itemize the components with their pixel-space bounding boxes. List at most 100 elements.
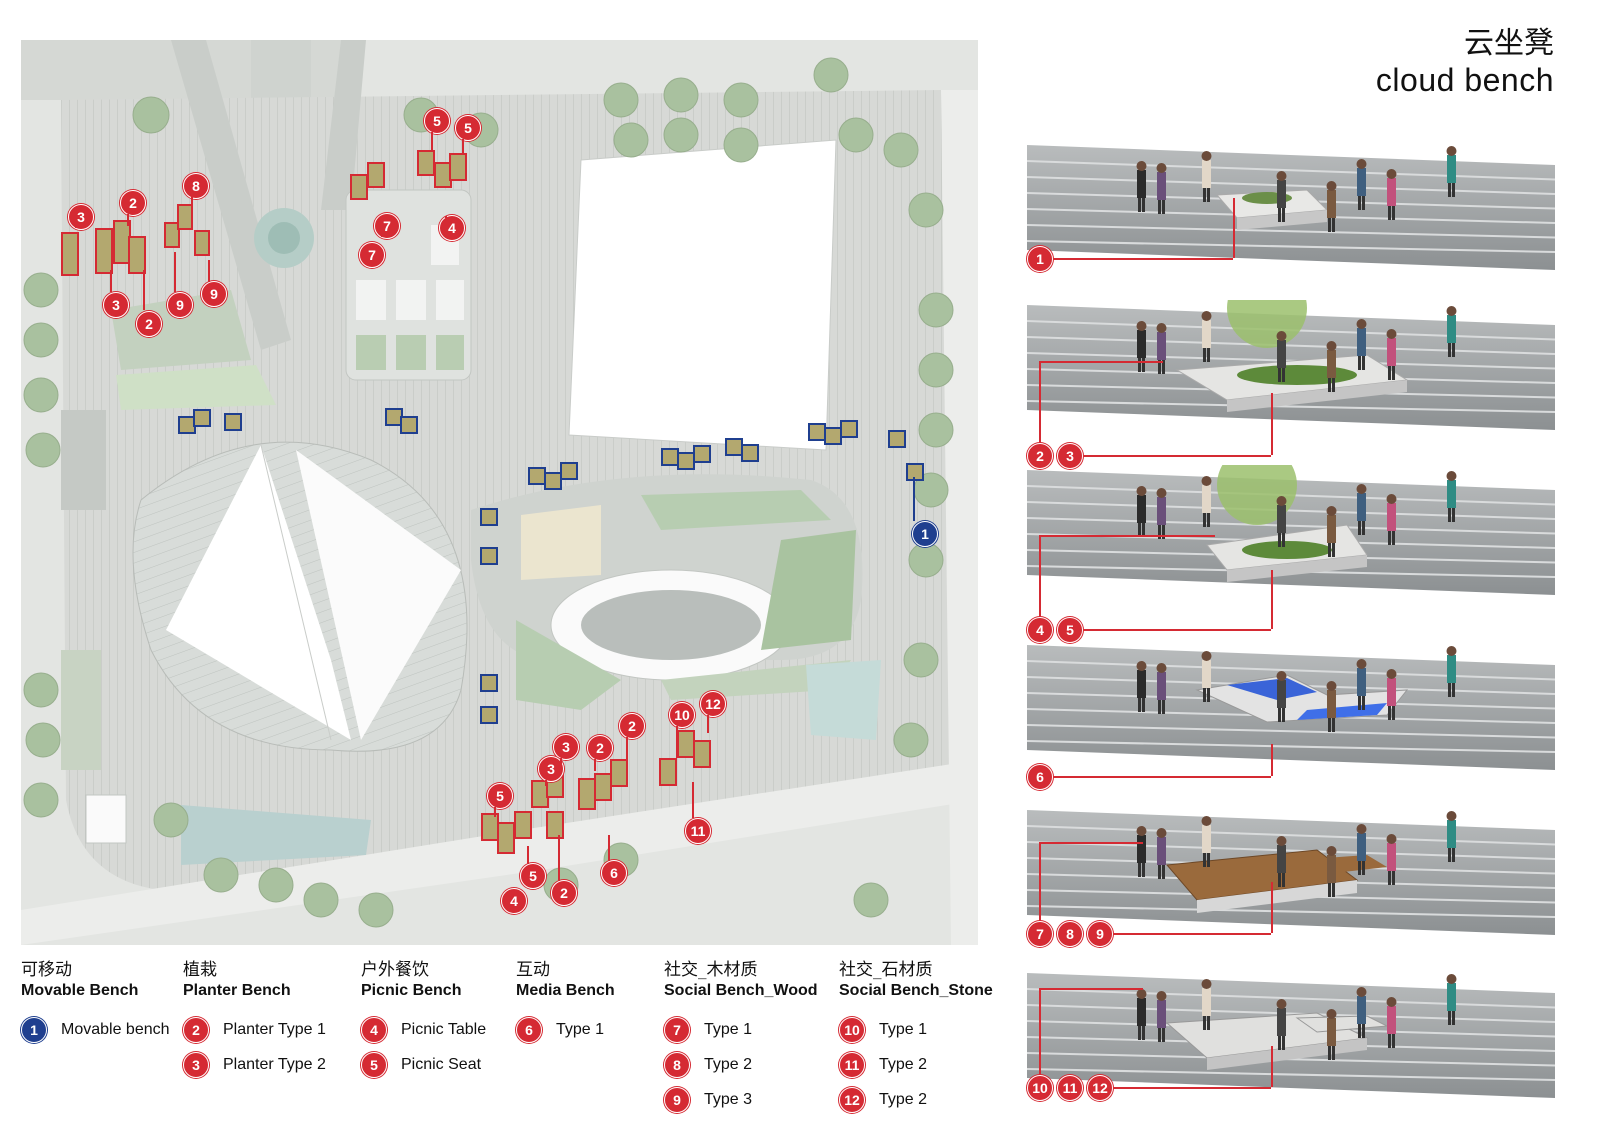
leader-line [174,252,176,292]
leader-line [191,197,193,207]
legend-number-badge: 3 [183,1051,209,1078]
vignette-leader-line [1271,882,1273,933]
legend-number-badge: 7 [664,1016,690,1043]
plan-number-badge: 3 [553,734,579,760]
leader-line [75,224,77,228]
legend-group-en-label: Movable Bench [21,982,139,999]
fixed-bench-rect [164,222,180,248]
plan-number-badge: 11 [685,818,711,844]
fixed-bench-rect [610,759,628,787]
plan-number-badge: 2 [551,880,577,906]
vignette-leader-line [1039,842,1041,921]
plan-number-badge: 2 [136,311,162,337]
plan-number-badge: 5 [455,115,481,141]
plan-number-badge: 6 [601,860,627,886]
plan-number-badge: 3 [103,292,129,318]
vignette-illustration [1026,145,1556,270]
movable-bench-square [741,444,759,462]
fixed-bench-rect [95,228,113,274]
legend-number-badge: 1 [21,1016,47,1043]
vignette-leader-line [1039,988,1041,1075]
leader-line [445,216,447,218]
legend-item-label: Type 2 [704,1055,753,1073]
fixed-bench-rect [350,174,368,200]
movable-bench-square [560,462,578,480]
movable-bench-square [400,416,418,434]
fixed-bench-rect [659,758,677,786]
vignette-leader-line [1083,629,1271,631]
vignette-number-badge: 11 [1057,1075,1083,1101]
leader-line [143,270,145,310]
movable-bench-square [888,430,906,448]
vignette-social-wood [1026,805,1556,957]
vignette-leader-line [1113,933,1271,935]
vignette-number-badge: 1 [1027,246,1053,272]
legend-group-cn-label: 社交_石材质 [839,960,933,980]
fixed-bench-rect [194,230,210,256]
legend-item: 9 Type 3 [664,1082,818,1117]
fixed-bench-rect [594,773,612,801]
vignette-illustration [1026,810,1556,935]
leader-line [462,139,464,153]
leader-line [527,846,529,864]
vignette-leader-line [1053,776,1271,778]
leader-line [127,214,129,226]
legend-group-en-label: Planter Bench [183,982,291,999]
vignette-leader-line [1271,570,1273,629]
legend-group-en-label: Social Bench_Stone [839,982,993,999]
fixed-bench-rect [497,822,515,854]
vignette-leader-line [1039,361,1041,443]
movable-bench-square [480,508,498,526]
leader-line [381,231,383,237]
fixed-bench-rect [417,150,435,176]
legend-item-label: Planter Type 1 [223,1020,326,1038]
vignette-illustration [1026,973,1556,1098]
legend-group-en-label: Picnic Bench [361,982,462,999]
vignette-leader-line [1083,455,1271,457]
vignette-number-badge: 2 [1027,443,1053,469]
fixed-bench-rect [177,204,193,230]
vignette-leader-line [1053,258,1233,260]
fixed-bench-rect [693,740,711,768]
vignette-number-badge: 6 [1027,764,1053,790]
plan-number-badge: 9 [167,292,193,318]
leader-line [676,726,678,758]
legend-number-badge: 9 [664,1086,690,1113]
vignette-number-badge: 8 [1057,921,1083,947]
plan-number-badge: 5 [520,863,546,889]
vignette-leader-line [1039,842,1143,844]
legend-item: 8 Type 2 [664,1047,818,1082]
vignette-leader-line [1039,988,1143,990]
leader-line [608,835,610,861]
leader-line [494,807,496,817]
plan-number-badge: 7 [359,242,385,268]
vignette-illustration [1026,445,1556,595]
plan-number-badge: 3 [68,204,94,230]
leader-line [110,270,112,292]
fixed-bench-rect [128,236,146,274]
leader-line [626,737,628,773]
plan-number-badge: 5 [424,108,450,134]
site-plan-drawing [21,40,978,945]
vignette-illustration [1026,645,1556,770]
vignette-number-badge: 12 [1087,1075,1113,1101]
vignette-leader-line [1039,361,1163,363]
movable-bench-square [544,472,562,490]
vignette-leader-line [1271,393,1273,455]
vignette-leader-line [1039,535,1215,537]
vignette-number-badge: 7 [1027,921,1053,947]
movable-bench-square [193,409,211,427]
leader-line [208,260,210,282]
legend-number-badge: 8 [664,1051,690,1078]
legend-item-label: Planter Type 2 [223,1055,326,1073]
leader-line [560,758,562,768]
legend-item-label: Type 3 [704,1090,753,1108]
legend-group-cn-label: 社交_木材质 [664,960,758,980]
legend-number-badge: 10 [839,1016,865,1043]
